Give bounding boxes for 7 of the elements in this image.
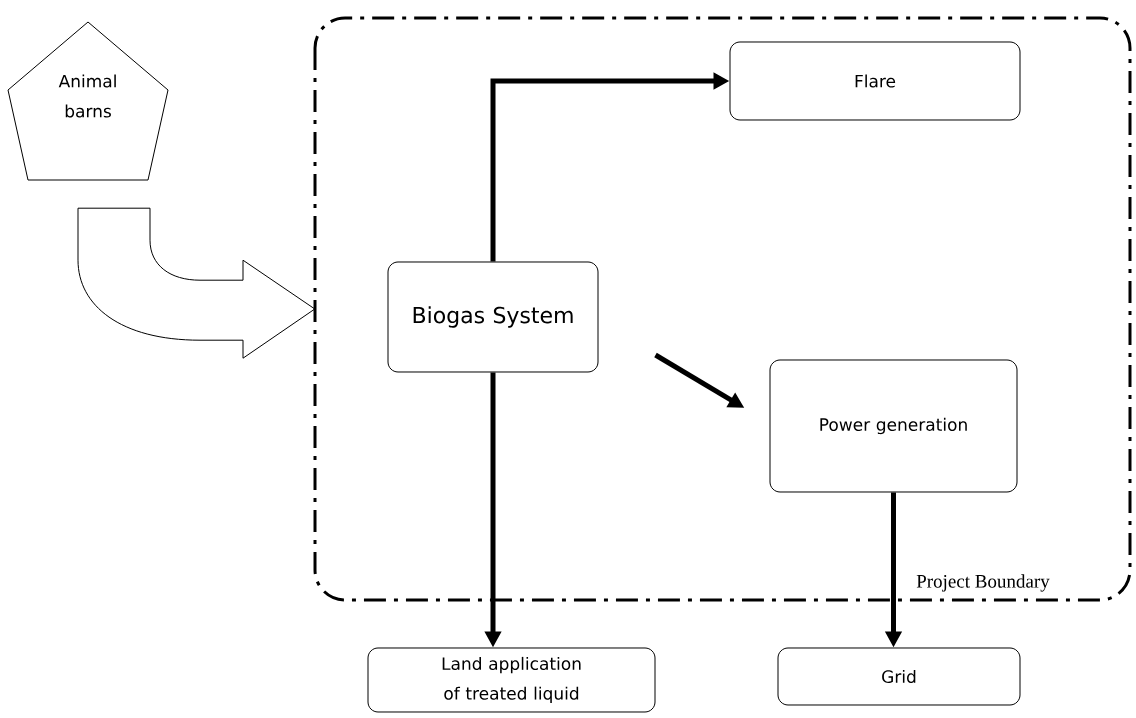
block-arrow [77,207,316,359]
process-box: Land application of treated liquid [367,647,656,713]
process-box: Flare [729,41,1021,121]
process-box: Biogas System [387,261,599,373]
pentagon-node: Animal barns [7,21,169,181]
process-box: Grid [777,647,1021,706]
process-box: Power generation [769,359,1018,493]
